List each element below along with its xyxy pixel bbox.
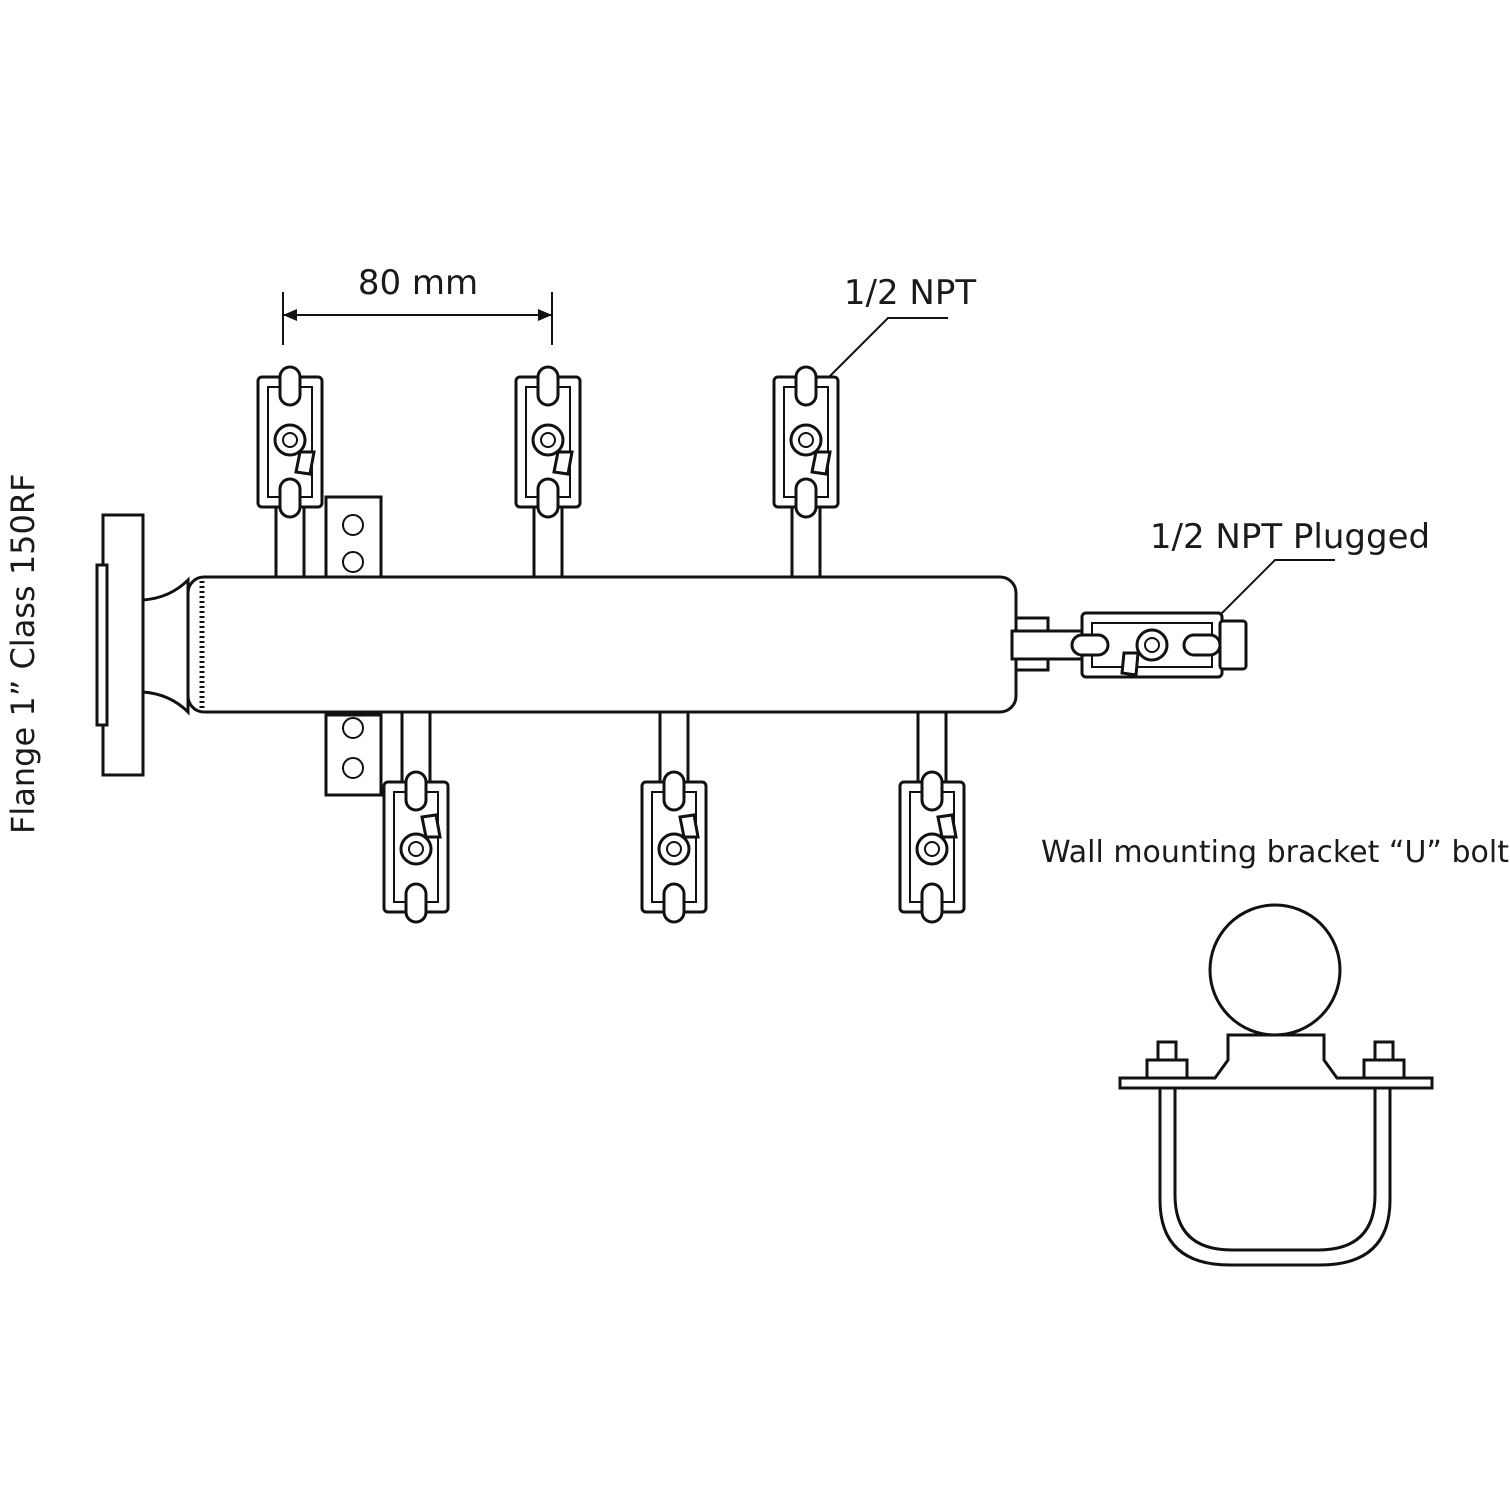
plugged-callout: 1/2 NPT Plugged xyxy=(1150,517,1430,616)
dimension-80mm: 80 mm xyxy=(282,263,553,345)
valve-bottom-3 xyxy=(898,710,966,924)
port-callout: 1/2 NPT xyxy=(827,273,976,379)
valve-bottom-2 xyxy=(640,710,708,924)
upper-bracket xyxy=(324,495,383,579)
lower-bracket xyxy=(324,713,383,797)
valve-top-3 xyxy=(772,365,840,579)
u-bolt-detail: Wall mounting bracket “U” bolt xyxy=(1041,835,1509,1267)
manifold-pipe xyxy=(186,575,1050,714)
valve-bottom-1 xyxy=(382,710,450,924)
plugged-label: 1/2 NPT Plugged xyxy=(1150,517,1430,557)
bracket-label: Wall mounting bracket “U” bolt xyxy=(1041,835,1509,870)
flange-label: Flange 1” Class 150RF xyxy=(4,473,42,834)
bottom-valves xyxy=(382,710,966,924)
flange xyxy=(95,513,190,777)
valve-top-2 xyxy=(514,365,582,579)
port-label: 1/2 NPT xyxy=(844,273,976,313)
spacing-label: 80 mm xyxy=(358,263,478,303)
valve-top-1 xyxy=(256,365,324,579)
